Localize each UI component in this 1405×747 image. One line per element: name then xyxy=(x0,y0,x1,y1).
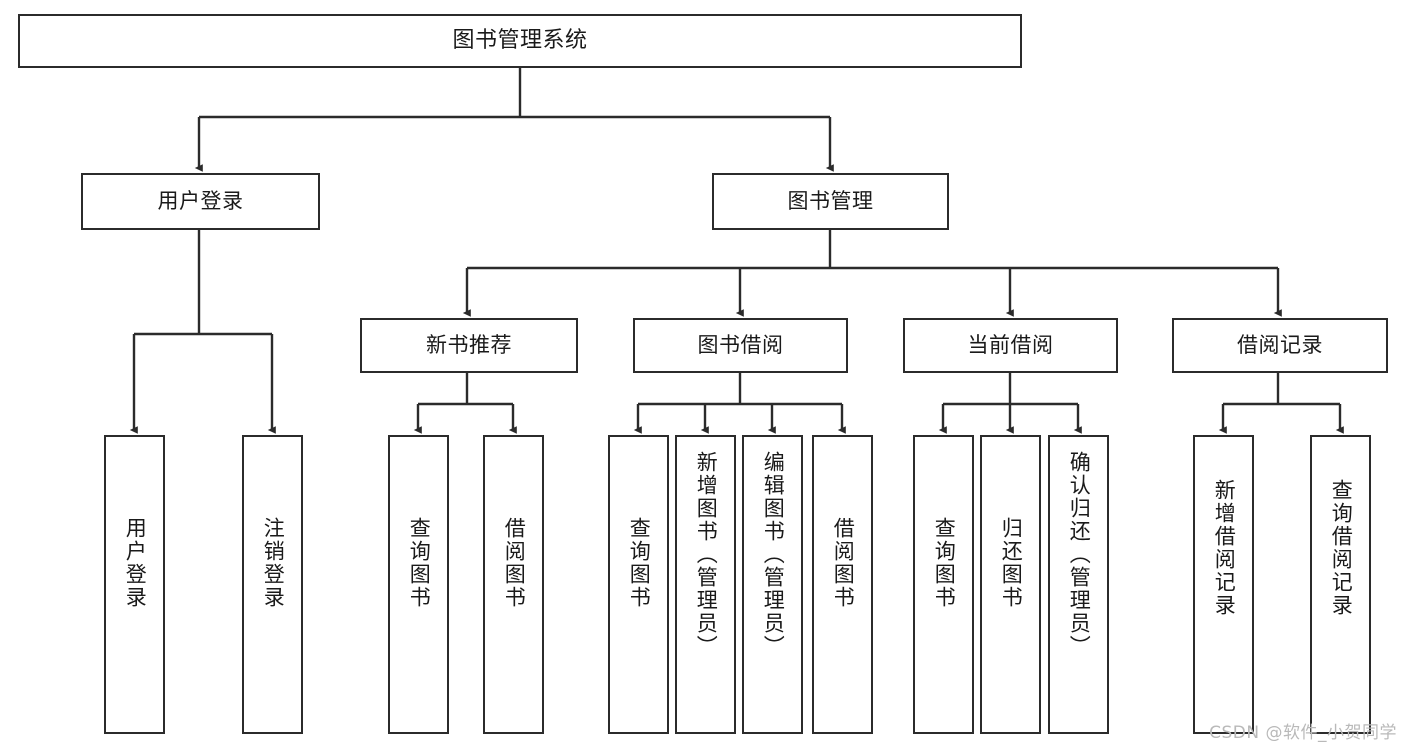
node-root-system[interactable]: 图书管理系统 xyxy=(18,14,1022,68)
node-leaf-return-book[interactable]: 归还图书 xyxy=(980,435,1041,734)
node-label: 图书管理 xyxy=(787,188,874,213)
node-label: 用户登录 xyxy=(123,517,148,609)
node-label: 归还图书 xyxy=(999,517,1024,609)
node-leaf-confirm-return-admin[interactable]: 确认归还（管理员） xyxy=(1048,435,1109,734)
node-label: 用户登录 xyxy=(157,188,244,213)
node-new-book-recommend[interactable]: 新书推荐 xyxy=(360,318,578,373)
node-leaf-edit-book-admin[interactable]: 编辑图书（管理员） xyxy=(742,435,803,734)
node-label: 编辑图书（管理员） xyxy=(761,451,786,658)
node-label: 新书推荐 xyxy=(426,332,512,357)
node-leaf-logout[interactable]: 注销登录 xyxy=(242,435,303,734)
node-label: 借阅记录 xyxy=(1237,332,1323,357)
node-leaf-query-book-recommend[interactable]: 查询图书 xyxy=(388,435,449,734)
csdn-watermark: CSDN @软件_小贺同学 xyxy=(1209,723,1397,743)
node-leaf-add-borrow-record[interactable]: 新增借阅记录 xyxy=(1193,435,1254,734)
node-book-management[interactable]: 图书管理 xyxy=(712,173,949,230)
node-leaf-query-book-current[interactable]: 查询图书 xyxy=(913,435,974,734)
node-label: 借阅图书 xyxy=(502,517,527,609)
node-label: 查询图书 xyxy=(407,517,432,609)
node-leaf-query-book[interactable]: 查询图书 xyxy=(608,435,669,734)
node-borrow-records[interactable]: 借阅记录 xyxy=(1172,318,1388,373)
node-book-borrow[interactable]: 图书借阅 xyxy=(633,318,848,373)
node-label: 新增借阅记录 xyxy=(1212,479,1237,617)
node-label: 注销登录 xyxy=(261,517,286,609)
node-label: 确认归还（管理员） xyxy=(1067,451,1092,658)
node-leaf-add-book-admin[interactable]: 新增图书（管理员） xyxy=(675,435,736,734)
node-user-login[interactable]: 用户登录 xyxy=(81,173,320,230)
node-leaf-borrow-book[interactable]: 借阅图书 xyxy=(812,435,873,734)
node-leaf-user-login[interactable]: 用户登录 xyxy=(104,435,165,734)
node-current-borrow[interactable]: 当前借阅 xyxy=(903,318,1118,373)
node-leaf-query-borrow-record[interactable]: 查询借阅记录 xyxy=(1310,435,1371,734)
node-label: 查询图书 xyxy=(627,517,652,609)
node-label: 图书管理系统 xyxy=(452,27,588,53)
node-label: 查询借阅记录 xyxy=(1329,479,1354,617)
node-leaf-borrow-book-recommend[interactable]: 借阅图书 xyxy=(483,435,544,734)
node-label: 图书借阅 xyxy=(697,332,784,357)
node-label: 查询图书 xyxy=(932,517,957,609)
node-label: 当前借阅 xyxy=(967,332,1054,357)
node-label: 新增图书（管理员） xyxy=(694,451,719,658)
node-label: 借阅图书 xyxy=(831,517,856,609)
